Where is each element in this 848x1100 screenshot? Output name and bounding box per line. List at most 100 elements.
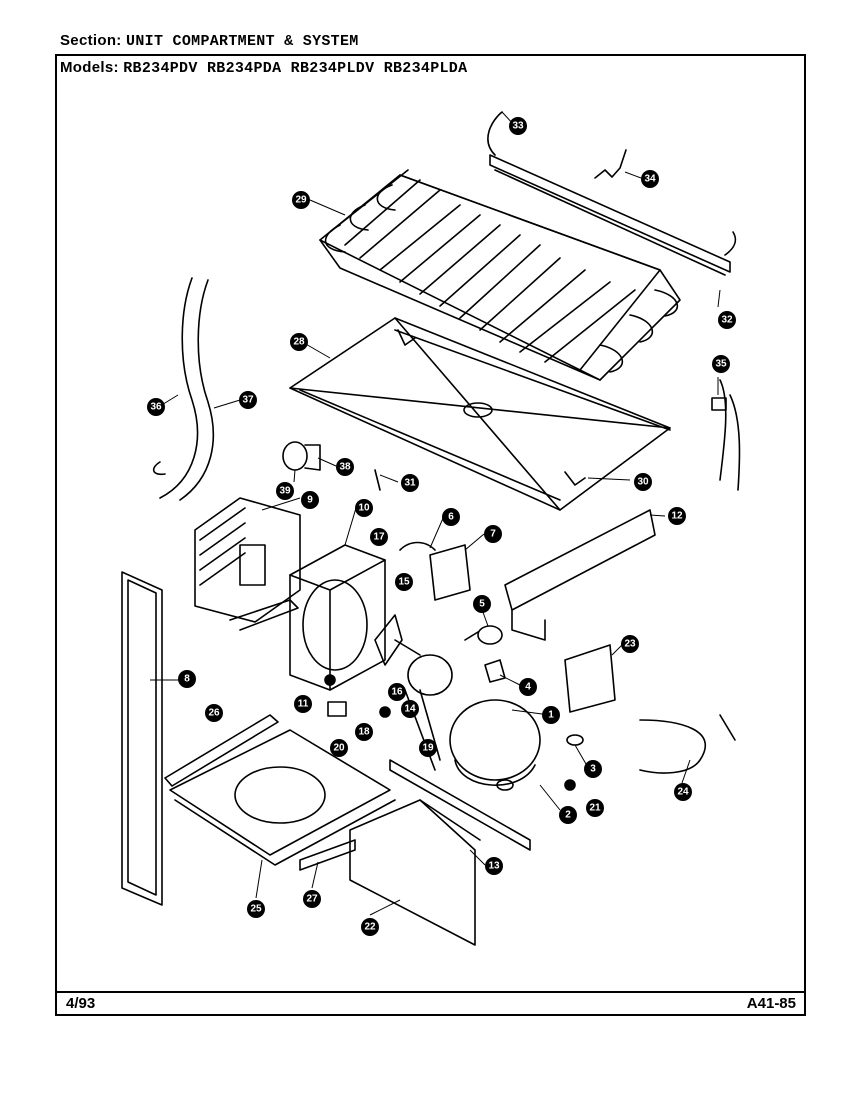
svg-text:30: 30: [637, 477, 649, 488]
callout-36: 36: [147, 398, 165, 416]
footer-divider: [55, 991, 806, 993]
callout-37: 37: [239, 391, 257, 409]
small-parts-drawing: [282, 441, 584, 791]
svg-text:39: 39: [279, 486, 291, 497]
models-header: Models: RB234PDV RB234PDA RB234PLDV RB23…: [60, 59, 467, 77]
svg-text:2: 2: [565, 810, 571, 821]
callout-4: 4: [519, 678, 537, 696]
page-code: A41-85: [746, 995, 796, 1012]
callout-18: 18: [355, 723, 373, 741]
svg-text:20: 20: [333, 743, 345, 754]
power-cord-drawing: [564, 644, 736, 774]
callout-22: 22: [361, 918, 379, 936]
callout-20: 20: [330, 739, 348, 757]
models-label: Models:: [60, 59, 119, 76]
condenser-coil-drawing: [319, 169, 681, 381]
svg-text:17: 17: [373, 532, 385, 543]
callout-23: 23: [621, 635, 639, 653]
base-rail-drawing: [504, 509, 656, 641]
callout-30: 30: [634, 473, 652, 491]
callout-10: 10: [355, 499, 373, 517]
svg-text:27: 27: [306, 894, 318, 905]
callout-9: 9: [301, 491, 319, 509]
callout-2: 2: [559, 806, 577, 824]
callout-32: 32: [718, 311, 736, 329]
condenser-bracket-drawing: [487, 111, 737, 276]
section-title: UNIT COMPARTMENT & SYSTEM: [126, 33, 359, 50]
callout-3: 3: [584, 760, 602, 778]
callout-25: 25: [247, 900, 265, 918]
callout-1: 1: [542, 706, 560, 724]
callout-21: 21: [586, 799, 604, 817]
dryer-block-drawing: [194, 497, 301, 631]
callout-13: 13: [485, 857, 503, 875]
callout-markers: 1 2 3 4 5 6 7 8 9 10 11 12 13 14 15 16 1…: [147, 117, 736, 936]
callout-38: 38: [336, 458, 354, 476]
svg-text:16: 16: [391, 687, 403, 698]
svg-text:18: 18: [358, 727, 370, 738]
svg-text:28: 28: [293, 337, 305, 348]
svg-text:35: 35: [715, 359, 727, 370]
svg-text:8: 8: [184, 674, 190, 685]
svg-text:26: 26: [208, 708, 220, 719]
models-list: RB234PDV RB234PDA RB234PLDV RB234PLDA: [123, 60, 468, 77]
svg-text:6: 6: [448, 512, 454, 523]
svg-text:9: 9: [307, 495, 313, 506]
callout-17: 17: [370, 528, 388, 546]
callout-8: 8: [178, 670, 196, 688]
svg-text:36: 36: [150, 402, 162, 413]
callout-39: 39: [276, 482, 294, 500]
callout-16: 16: [388, 683, 406, 701]
svg-text:31: 31: [404, 478, 416, 489]
callout-24: 24: [674, 783, 692, 801]
fan-shroud-drawing: [289, 544, 386, 691]
svg-text:15: 15: [398, 577, 410, 588]
drip-tray-drawing: [289, 317, 671, 511]
callout-35: 35: [712, 355, 730, 373]
callout-15: 15: [395, 573, 413, 591]
svg-text:10: 10: [358, 503, 370, 514]
svg-text:21: 21: [589, 803, 601, 814]
svg-text:38: 38: [339, 462, 351, 473]
svg-text:3: 3: [590, 764, 596, 775]
svg-text:37: 37: [242, 395, 254, 406]
wire-harness-drawing: [711, 379, 741, 491]
callout-29: 29: [292, 191, 310, 209]
svg-text:1: 1: [548, 710, 554, 721]
svg-text:19: 19: [422, 743, 434, 754]
callout-5: 5: [473, 595, 491, 613]
svg-text:33: 33: [512, 121, 524, 132]
relay-parts-drawing: [399, 541, 506, 683]
svg-text:14: 14: [404, 704, 416, 715]
callout-27: 27: [303, 890, 321, 908]
fan-motor-drawing: [374, 614, 453, 771]
svg-text:12: 12: [671, 511, 683, 522]
callout-12: 12: [668, 507, 686, 525]
callout-31: 31: [401, 474, 419, 492]
svg-text:34: 34: [644, 174, 656, 185]
revision-date: 4/93: [66, 995, 96, 1012]
callout-33: 33: [509, 117, 527, 135]
callout-11: 11: [294, 695, 312, 713]
svg-text:4: 4: [525, 682, 531, 693]
section-label: Section:: [60, 32, 122, 49]
diagram-frame: [55, 54, 806, 1016]
svg-text:7: 7: [490, 529, 496, 540]
svg-text:11: 11: [298, 699, 309, 710]
callout-26: 26: [205, 704, 223, 722]
base-pan-drawing: [164, 714, 396, 871]
svg-text:23: 23: [624, 639, 636, 650]
callout-14: 14: [401, 700, 419, 718]
compressor-drawing: [449, 699, 541, 791]
svg-text:5: 5: [479, 599, 485, 610]
svg-text:32: 32: [721, 315, 733, 326]
svg-text:13: 13: [488, 861, 500, 872]
svg-text:24: 24: [677, 787, 689, 798]
callout-28: 28: [290, 333, 308, 351]
rear-panel-drawing: [121, 571, 163, 906]
tubing-drawing: [152, 277, 215, 501]
callout-6: 6: [442, 508, 460, 526]
callout-34: 34: [641, 170, 659, 188]
leader-lines: [150, 111, 721, 916]
